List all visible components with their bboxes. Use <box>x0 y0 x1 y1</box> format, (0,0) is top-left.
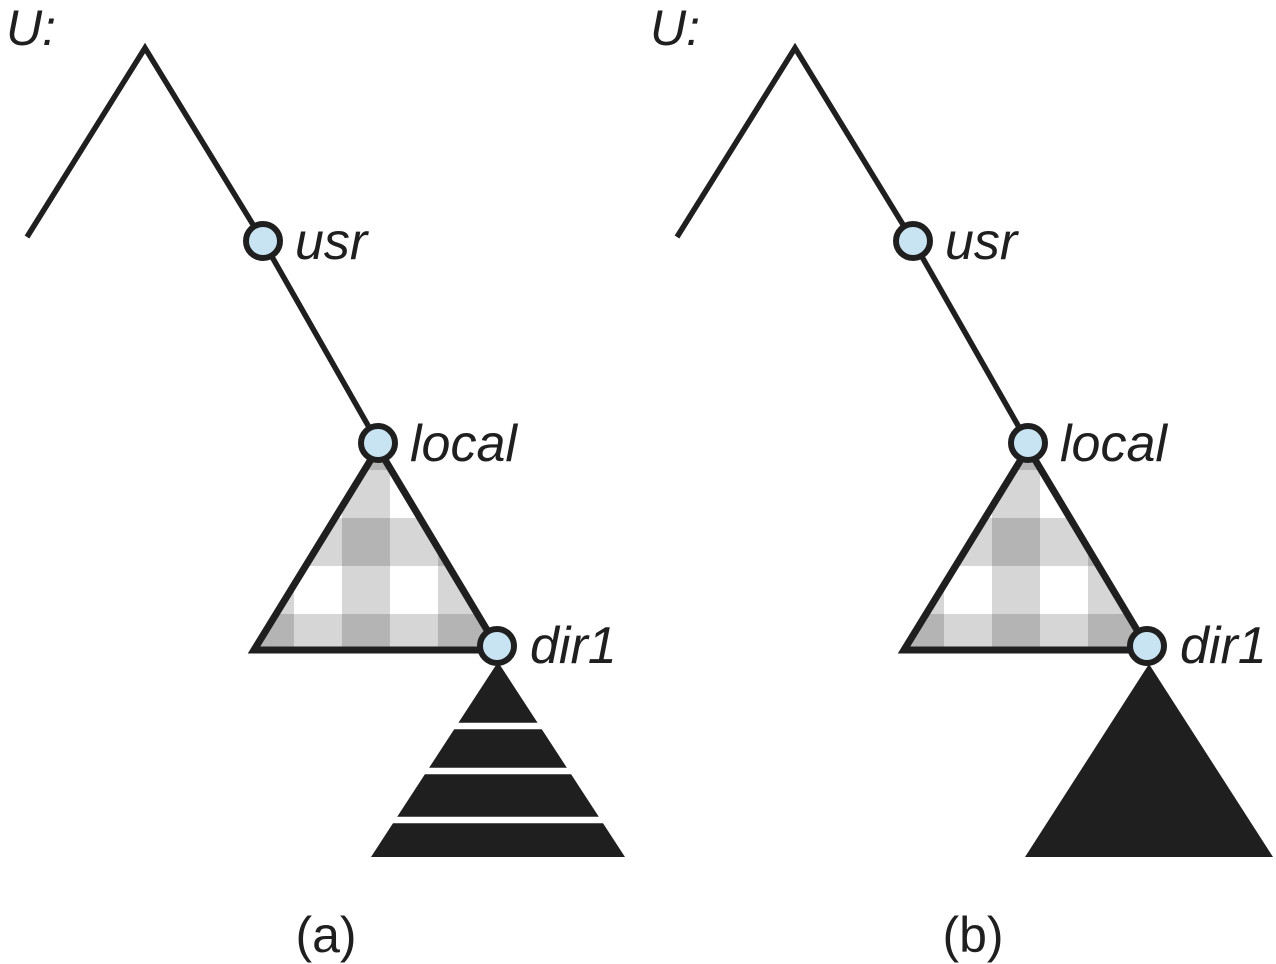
diagram-a: U: usr local dir1 (a) <box>6 0 631 963</box>
node-dir1-a <box>477 626 517 666</box>
node-usr-b <box>893 221 933 261</box>
caption-a: (a) <box>295 907 356 963</box>
node-local-b <box>1008 423 1048 463</box>
node-local-a <box>358 423 398 463</box>
caption-b: (b) <box>942 907 1003 963</box>
plaid-subtree-triangle-b <box>897 441 1156 654</box>
solid-black-subtree-b <box>1025 664 1273 857</box>
diagram-b: U: usr local dir1 (b) <box>650 0 1273 963</box>
node-label-usr-a: usr <box>295 213 370 271</box>
tree-edge-path-a <box>24 42 381 445</box>
volume-label-a: U: <box>6 0 56 56</box>
node-label-usr-b: usr <box>945 213 1020 271</box>
node-label-local-a: local <box>410 415 518 473</box>
striped-black-subtree-a <box>365 662 631 857</box>
plaid-subtree-triangle-a <box>247 441 506 654</box>
tree-edge-path-b <box>674 42 1031 445</box>
striped-triangle-body-a <box>371 662 625 857</box>
node-label-dir1-b: dir1 <box>1180 617 1267 675</box>
node-label-dir1-a: dir1 <box>530 617 617 675</box>
node-label-local-b: local <box>1060 415 1168 473</box>
node-dir1-b <box>1127 626 1167 666</box>
volume-label-b: U: <box>650 0 700 56</box>
node-usr-a <box>243 221 283 261</box>
